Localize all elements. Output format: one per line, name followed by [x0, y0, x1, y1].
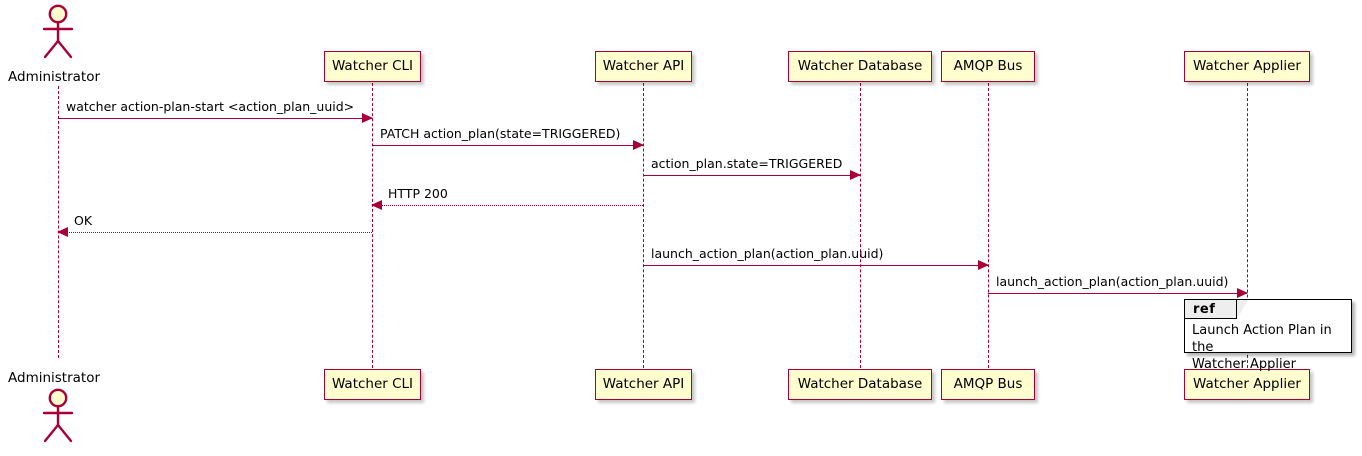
participant-amqp-bus-top[interactable]: AMQP Bus	[941, 51, 1035, 82]
participant-watcher-cli-top[interactable]: Watcher CLI	[324, 51, 421, 82]
arrowhead-right-icon	[1237, 288, 1248, 298]
message-label: HTTP 200	[388, 185, 448, 201]
arrowhead-right-icon	[633, 140, 644, 150]
ref-fragment-body: Launch Action Plan in the Watcher Applie…	[1185, 319, 1351, 373]
message-line	[988, 293, 1247, 294]
actor-label-administrator-bottom: Administrator	[8, 370, 101, 386]
message-label: action_plan.state=TRIGGERED	[651, 155, 843, 171]
message-line	[372, 205, 643, 206]
participant-watcher-api-bottom[interactable]: Watcher API	[595, 369, 692, 400]
participant-watcher-database-bottom[interactable]: Watcher Database	[788, 369, 932, 400]
lifeline-watcher-database	[860, 83, 861, 368]
lifeline-amqp-bus	[988, 83, 989, 368]
ref-fragment-body-line-1: Launch Action Plan in the	[1192, 323, 1332, 356]
message-line	[643, 265, 988, 266]
ref-fragment-tab-corner	[1237, 300, 1248, 319]
message-label: launch_action_plan(action_plan.uuid)	[651, 245, 884, 261]
arrowhead-left-icon	[371, 200, 382, 210]
message-line	[58, 118, 372, 119]
message-label: watcher action-plan-start <action_plan_u…	[66, 98, 355, 114]
participant-watcher-cli-bottom[interactable]: Watcher CLI	[324, 369, 421, 400]
lifeline-watcher-api	[643, 83, 644, 368]
lifeline-watcher-cli	[372, 83, 373, 368]
lifeline-administrator	[58, 86, 59, 358]
ref-fragment[interactable]: ref Launch Action Plan in the Watcher Ap…	[1184, 299, 1352, 372]
message-line	[643, 175, 860, 176]
message-label: launch_action_plan(action_plan.uuid)	[996, 273, 1229, 289]
message-line	[372, 145, 643, 146]
actor-administrator-top	[38, 4, 78, 59]
participant-watcher-database-top[interactable]: Watcher Database	[788, 51, 932, 82]
message-label: PATCH action_plan(state=TRIGGERED)	[380, 125, 621, 141]
participant-amqp-bus-bottom[interactable]: AMQP Bus	[941, 369, 1035, 400]
participant-watcher-api-top[interactable]: Watcher API	[595, 51, 692, 82]
arrowhead-left-icon	[57, 227, 68, 237]
lifeline-watcher-applier	[1247, 83, 1248, 368]
message-line	[58, 232, 372, 233]
ref-fragment-body-line-2: Watcher Applier	[1192, 357, 1296, 373]
arrowhead-right-icon	[978, 260, 989, 270]
actor-label-administrator-top: Administrator	[8, 69, 101, 85]
arrowhead-right-icon	[850, 170, 861, 180]
participant-watcher-applier-bottom[interactable]: Watcher Applier	[1184, 369, 1310, 400]
message-label: OK	[74, 212, 93, 228]
participant-watcher-applier-top[interactable]: Watcher Applier	[1184, 51, 1310, 82]
arrowhead-right-icon	[362, 113, 373, 123]
actor-administrator-bottom	[38, 388, 78, 443]
ref-fragment-tab: ref	[1185, 300, 1237, 319]
